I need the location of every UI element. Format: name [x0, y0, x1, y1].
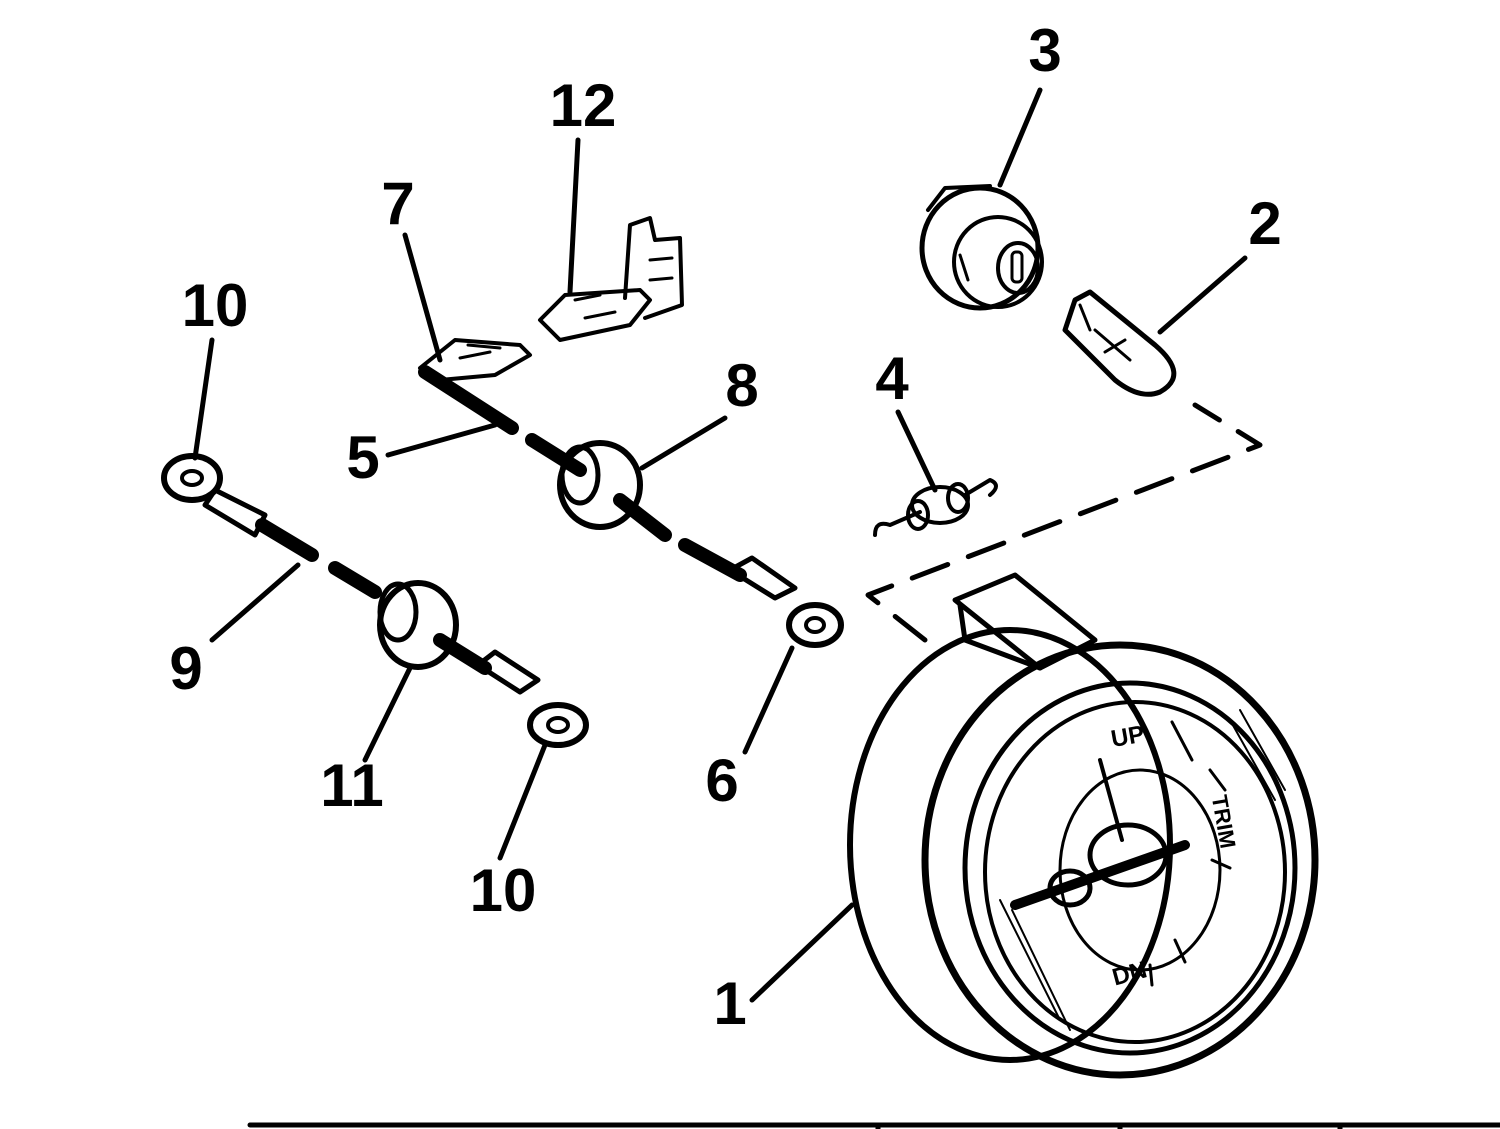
trim-gauge: UP TRIM DN [847, 572, 1319, 1079]
lower-wire-lead [161, 453, 589, 748]
upper-wire-lead [418, 365, 844, 648]
terminal-connector [538, 216, 684, 342]
callout-6: 6 [705, 747, 738, 814]
dial-trim-label: TRIM [1207, 793, 1241, 850]
bulb-socket [919, 184, 1044, 311]
lamp-bulb [1062, 289, 1177, 397]
dial-dn-label: DN [1109, 956, 1149, 991]
callout-labels: 1 2 3 4 5 6 7 8 9 10 10 11 12 [169, 17, 1281, 1037]
leader-1 [749, 902, 855, 1003]
leader-7 [402, 232, 443, 363]
leader-8 [639, 415, 728, 471]
leader-3 [997, 87, 1043, 188]
leader-10b [497, 742, 548, 861]
leader-4 [895, 409, 938, 493]
callout-10-bottom: 10 [470, 857, 537, 924]
callout-5: 5 [346, 424, 379, 491]
dial-up-label: UP [1109, 721, 1147, 753]
callout-12: 12 [550, 72, 617, 139]
leader-10a [192, 337, 215, 461]
callout-1: 1 [713, 970, 746, 1037]
callout-9: 9 [169, 635, 202, 702]
callout-7: 7 [381, 170, 414, 237]
callout-10-top: 10 [182, 272, 249, 339]
leader-5 [385, 422, 498, 458]
assembly-dash-line [865, 402, 1263, 643]
parts-table-edge [247, 1122, 1500, 1129]
callout-8: 8 [725, 352, 758, 419]
callout-2: 2 [1248, 190, 1281, 257]
resistor [873, 478, 998, 537]
leader-9 [209, 562, 301, 643]
leader-6 [742, 645, 795, 755]
callout-4: 4 [875, 345, 909, 412]
leader-12 [567, 137, 581, 295]
leader-lines [192, 87, 1248, 1003]
callout-3: 3 [1028, 17, 1061, 84]
leader-2 [1157, 255, 1248, 335]
leader-11 [362, 665, 413, 763]
callout-11: 11 [320, 752, 383, 819]
